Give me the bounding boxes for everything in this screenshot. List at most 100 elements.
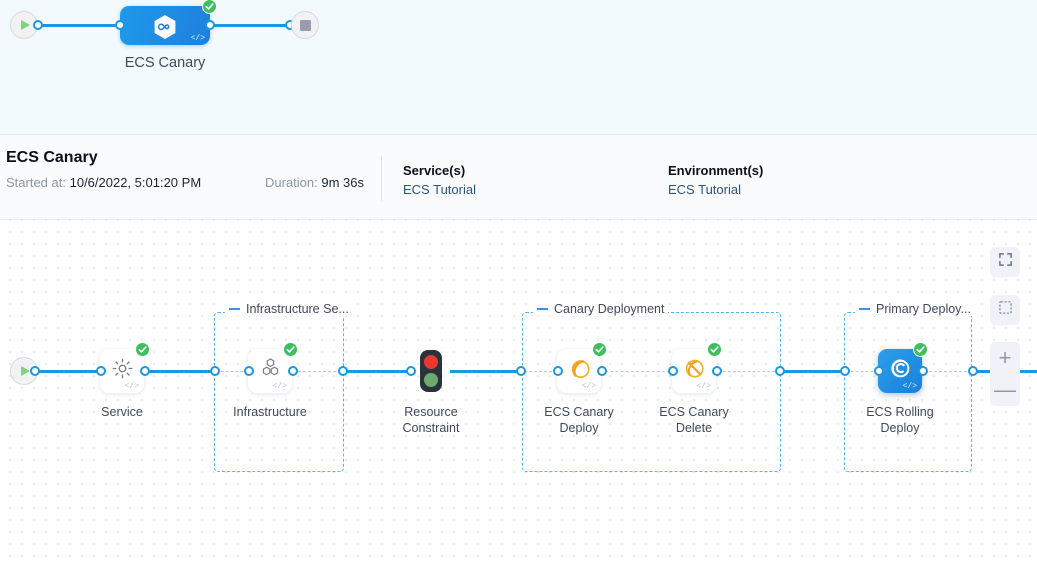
node-service-label: Service — [101, 405, 143, 419]
node-ecs-canary-deploy[interactable]: </> — [557, 342, 607, 393]
collapse-dash-icon — [537, 308, 548, 310]
graph-start-port — [30, 366, 40, 376]
services-heading: Service(s) — [403, 163, 466, 178]
link-start-to-ecscanary — [42, 24, 122, 27]
status-badge-success — [707, 342, 722, 357]
group-primary-label[interactable]: Primary Deploy... — [855, 302, 975, 316]
pipeline-strip: </> ECS Canary — [0, 0, 1037, 135]
link-infra-groupout — [293, 371, 341, 372]
code-icon: </> — [272, 382, 287, 391]
zoom-in-button[interactable]: + — [998, 345, 1012, 370]
fit-to-screen-button[interactable] — [990, 295, 1020, 325]
node-ecs-canary-deploy-label: ECS Canary Deploy — [504, 404, 654, 436]
canary-bird-slash-icon — [682, 356, 707, 386]
execution-graph-canvas[interactable]: Infrastructure Se... Canary Deployment P… — [0, 220, 1037, 564]
services-column: Service(s) ECS Tutorial — [403, 163, 476, 197]
link-canarygroup-deploy — [524, 371, 552, 372]
code-icon: </> — [902, 382, 917, 391]
link-canary-primary — [779, 370, 847, 373]
infrastructure-out-port — [288, 366, 298, 376]
node-service[interactable]: </> — [100, 342, 150, 393]
status-badge-success — [283, 342, 298, 357]
canary-deploy-label-line1: ECS Canary — [544, 405, 614, 419]
service-out-port — [140, 366, 150, 376]
infragroup-in-port — [210, 366, 220, 376]
divider-services — [381, 156, 382, 201]
duration-value: 9m 36s — [321, 175, 365, 190]
traffic-light-red — [424, 355, 438, 369]
collapse-dash-icon — [859, 308, 870, 310]
resource-label-line2: Constraint — [402, 421, 460, 435]
resource-label-line1: Resource — [404, 405, 458, 419]
status-badge-success — [202, 0, 217, 14]
fit-to-screen-icon — [998, 300, 1013, 320]
canary-deploy-out-port — [597, 366, 607, 376]
rolling-out-port — [918, 366, 928, 376]
canary-delete-label-line1: ECS Canary — [659, 405, 729, 419]
hex-cluster-icon — [259, 357, 282, 385]
link-start-service — [30, 370, 102, 373]
pipeline-node-ecs-canary[interactable]: </> — [120, 0, 217, 45]
environments-heading: Environment(s) — [668, 163, 764, 178]
collapse-dash-icon — [229, 308, 240, 310]
link-resource-canarygroup — [450, 370, 522, 373]
group-canary-deployment[interactable]: Canary Deployment — [522, 302, 781, 472]
rolling-in-port — [874, 366, 884, 376]
group-canary-label[interactable]: Canary Deployment — [533, 302, 669, 316]
node-ecs-canary-delete[interactable]: </> — [672, 342, 722, 393]
canary-delete-out-port — [712, 366, 722, 376]
node-resource-constraint-label: Resource Constraint — [356, 404, 506, 436]
code-icon: </> — [696, 382, 711, 391]
link-rolling-groupout — [924, 371, 972, 372]
zoom-out-button[interactable]: — — [994, 377, 1016, 402]
services-link[interactable]: ECS Tutorial — [403, 182, 476, 197]
link-delete-canarygroupout — [718, 371, 780, 372]
code-icon: </> — [581, 382, 596, 391]
link-deploy-delete — [605, 371, 670, 372]
primarygroup-in-port — [840, 366, 850, 376]
node-ecs-rolling-deploy-label: ECS Rolling Deploy — [825, 404, 975, 436]
code-icon: </> — [124, 382, 139, 391]
started-at-value: 10/6/2022, 5:01:20 PM — [69, 175, 202, 190]
pipeline-node-label: ECS Canary — [124, 55, 206, 71]
group-primary-title: Primary Deploy... — [876, 302, 971, 316]
play-icon — [21, 366, 30, 376]
service-in-port — [96, 366, 106, 376]
infrastructure-in-port — [244, 366, 254, 376]
node-infrastructure[interactable]: </> — [248, 342, 298, 393]
group-infrastructure-label[interactable]: Infrastructure Se... — [225, 302, 353, 316]
group-primary-deployment[interactable]: Primary Deploy... — [844, 302, 975, 472]
environments-link[interactable]: ECS Tutorial — [668, 182, 741, 197]
canarygroup-out-port — [775, 366, 785, 376]
gear-icon — [111, 357, 134, 385]
canary-delete-label-line2: Delete — [675, 421, 713, 435]
link-ecscanary-to-end — [214, 24, 292, 27]
canary-delete-in-port — [668, 366, 678, 376]
group-infrastructure-title: Infrastructure Se... — [246, 302, 349, 316]
link-infra-resource — [343, 370, 413, 373]
infragroup-out-port — [338, 366, 348, 376]
node-ecs-rolling-deploy[interactable]: </> — [878, 342, 928, 393]
link-primarygroup-rolling — [846, 371, 878, 372]
traffic-light-icon[interactable] — [420, 350, 442, 392]
duration: Duration: 9m 36s — [265, 175, 364, 190]
canary-deploy-label-line2: Deploy — [559, 421, 599, 435]
started-at: Started at: 10/6/2022, 5:01:20 PM — [6, 175, 201, 190]
pipeline-end-node[interactable] — [291, 11, 319, 39]
resource-in-port — [406, 366, 416, 376]
group-infrastructure[interactable]: Infrastructure Se... — [214, 302, 353, 472]
group-canary-title: Canary Deployment — [554, 302, 665, 316]
link-service-group — [146, 370, 214, 373]
node-infrastructure-label: Infrastructure — [233, 405, 307, 419]
status-badge-success — [135, 342, 150, 357]
status-badge-success — [592, 342, 607, 357]
duration-label: Duration: — [265, 175, 318, 190]
zoom-controls: + — — [990, 342, 1020, 406]
link-group-infra — [216, 371, 248, 372]
primarygroup-out-port — [968, 366, 978, 376]
rolling-label-line2: Deploy — [880, 421, 920, 435]
fullscreen-button[interactable] — [990, 247, 1020, 277]
execution-summary-bar: ECS Canary Started at: 10/6/2022, 5:01:2… — [0, 135, 1037, 220]
status-badge-success — [913, 342, 928, 357]
play-icon — [21, 20, 30, 30]
